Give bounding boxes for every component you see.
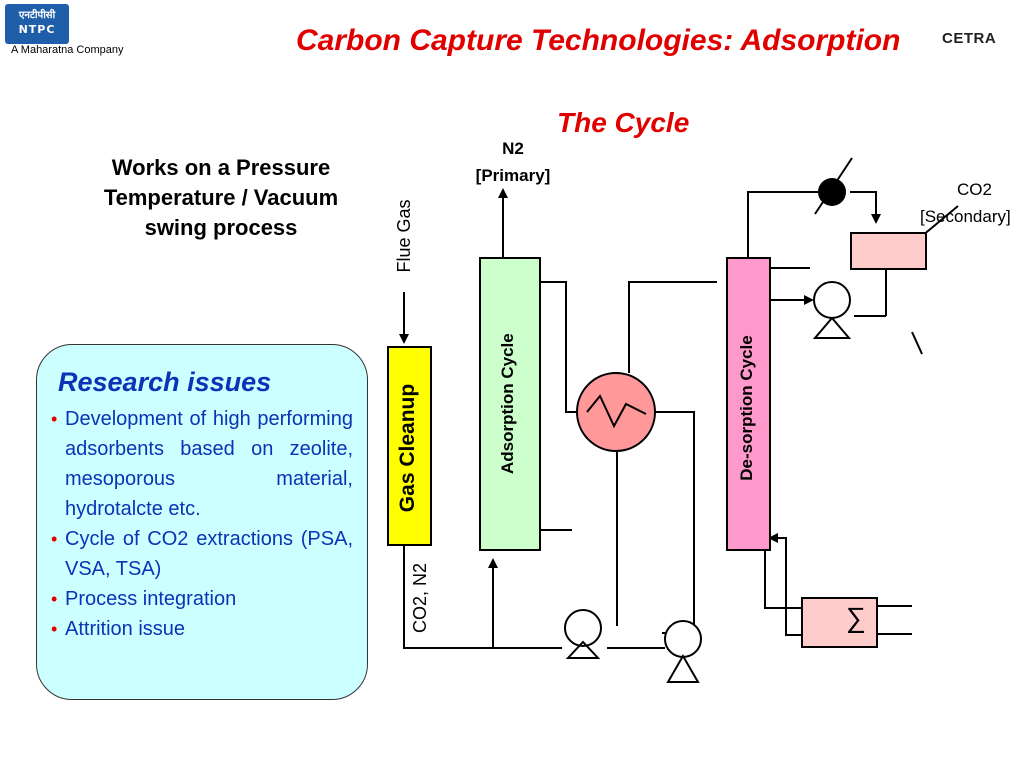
reboiler-return-arrow — [768, 533, 802, 636]
research-item: •Attrition issue — [45, 614, 353, 644]
stray-mark — [911, 331, 923, 355]
valve-to-box-arrow — [850, 191, 881, 224]
pump-icon — [664, 620, 702, 683]
co2-outlet-line — [921, 205, 959, 237]
bullet-icon: • — [51, 619, 58, 639]
n2-label: N2 — [502, 139, 524, 158]
research-item: •Cycle of CO2 extractions (PSA, VSA, TSA… — [45, 524, 353, 584]
research-item: •Process integration — [45, 584, 353, 614]
research-heading: Research issues — [58, 367, 272, 397]
bullet-icon: • — [51, 409, 58, 429]
reboiler-box — [801, 597, 878, 648]
desorption-cycle-label: De-sorption Cycle — [737, 335, 756, 481]
co2-n2-label: CO2, N2 — [410, 562, 430, 634]
co2-secondary-label: [Secondary] — [920, 207, 1011, 226]
hx-to-desorber-line — [628, 281, 717, 373]
process-description: Works on a Pressure Temperature / Vacuum… — [103, 155, 339, 240]
heat-exchanger-icon — [576, 372, 656, 452]
research-item: •Development of high performing adsorben… — [45, 404, 353, 524]
logo-ntpc-text: NTPC — [18, 23, 56, 36]
slide-subtitle: The Cycle — [557, 107, 690, 138]
co2-label: CO2 — [957, 180, 992, 199]
research-list: •Development of high performing adsorben… — [45, 404, 353, 644]
ntpc-logo: एनटीपीसी NTPC — [5, 4, 69, 44]
pump-icon — [564, 609, 602, 659]
desorber-top-line — [747, 191, 818, 258]
adsorption-cycle-label: Adsorption Cycle — [498, 333, 517, 474]
feed-line — [403, 544, 562, 649]
hx-return-line — [655, 411, 695, 634]
heat-exchanger-coil — [586, 394, 647, 429]
gas-cleanup-label: Gas Cleanup — [396, 383, 419, 513]
pump-icon — [812, 281, 852, 339]
cetra-mark: CETRA — [942, 30, 997, 47]
condenser-box — [850, 232, 927, 270]
gas-cleanup-column — [387, 346, 432, 546]
adsorber-to-hx-line — [540, 281, 576, 413]
company-tagline: A Maharatna Company — [11, 44, 124, 56]
adsorption-column — [479, 257, 541, 551]
flue-gas-label: Flue Gas — [394, 199, 414, 273]
bullet-icon: • — [51, 589, 58, 609]
sigma-icon: ∑ — [846, 602, 866, 633]
desorber-to-reboiler-line — [764, 550, 802, 609]
logo-hindi-text: एनटीपीसी — [18, 10, 56, 21]
bullet-icon: • — [51, 529, 58, 549]
valve-icon — [814, 157, 853, 215]
research-issues-box: Research issues •Development of high per… — [36, 344, 368, 700]
n2-primary-label: [Primary] — [475, 166, 551, 185]
desorption-column — [726, 257, 771, 551]
slide-title: Carbon Capture Technologies: Adsorption — [296, 24, 901, 57]
